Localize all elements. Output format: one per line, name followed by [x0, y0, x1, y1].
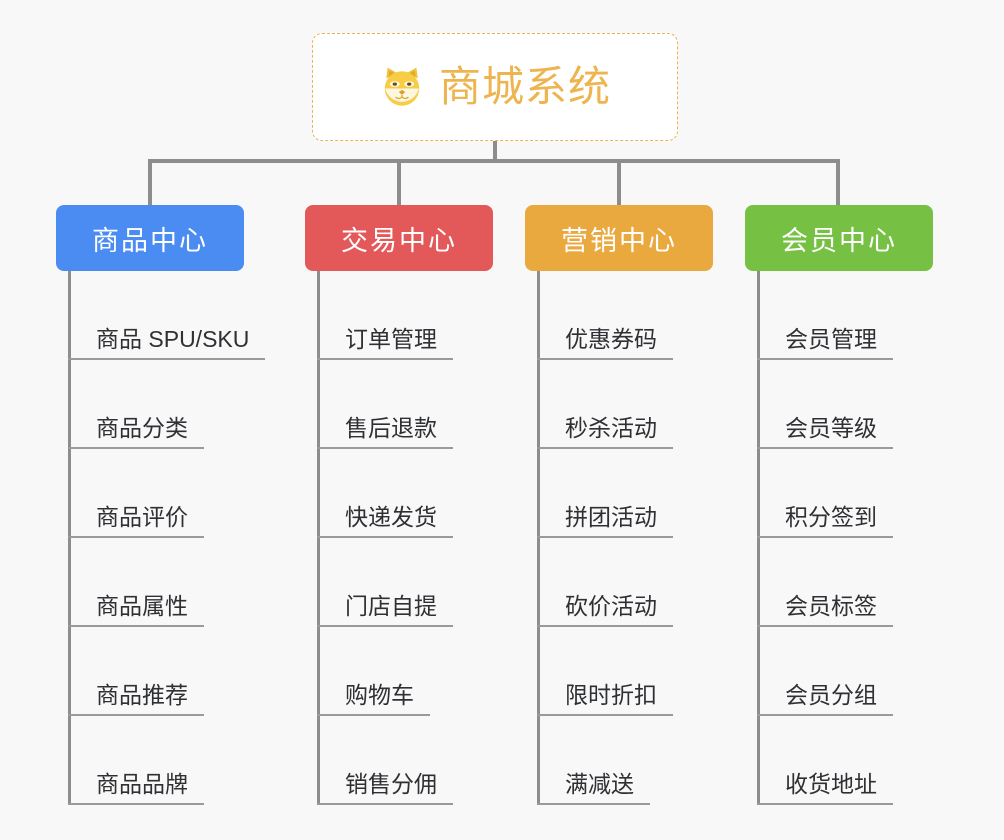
root-title: 商城系统 [438, 63, 611, 110]
list-item[interactable]: 收货地址 [745, 716, 933, 805]
list-item[interactable]: 快递发货 [305, 449, 493, 538]
list-item-label: 会员等级 [757, 415, 893, 449]
list-item-label: 商品属性 [68, 593, 204, 627]
list-item[interactable]: 限时折扣 [525, 627, 713, 716]
item-list: 商品 SPU/SKU 商品分类 商品评价 商品属性 商品推荐 商品品牌 [56, 271, 266, 805]
list-item-label: 限时折扣 [537, 682, 673, 716]
column-spine [68, 271, 71, 805]
connector-drop-2 [617, 159, 621, 207]
list-item-label: 门店自提 [317, 593, 453, 627]
list-item-label: 会员管理 [757, 326, 893, 360]
list-item[interactable]: 销售分佣 [305, 716, 493, 805]
item-list: 会员管理 会员等级 积分签到 会员标签 会员分组 收货地址 [745, 271, 933, 805]
root-node[interactable]: 商城系统 [312, 33, 678, 141]
list-item-label: 拼团活动 [537, 504, 673, 538]
list-item-label: 积分签到 [757, 504, 893, 538]
category-column-trade: 交易中心 订单管理 售后退款 快递发货 门店自提 购物车 销售分佣 [305, 205, 493, 805]
list-item[interactable]: 商品 SPU/SKU [56, 271, 266, 360]
list-item-label: 满减送 [537, 771, 650, 805]
list-item-label: 商品品牌 [68, 771, 204, 805]
item-list: 订单管理 售后退款 快递发货 门店自提 购物车 销售分佣 [305, 271, 493, 805]
list-item[interactable]: 订单管理 [305, 271, 493, 360]
connector-root-stem [493, 141, 497, 161]
list-item-label: 订单管理 [317, 326, 453, 360]
category-column-marketing: 营销中心 优惠券码 秒杀活动 拼团活动 砍价活动 限时折扣 满减送 [525, 205, 713, 805]
connector-horizontal-bus [148, 159, 840, 163]
list-item-label: 砍价活动 [537, 593, 673, 627]
list-item[interactable]: 门店自提 [305, 538, 493, 627]
list-item-label: 快递发货 [317, 504, 453, 538]
category-header-marketing[interactable]: 营销中心 [525, 205, 713, 271]
column-spine [757, 271, 760, 805]
list-item-label: 会员标签 [757, 593, 893, 627]
list-item[interactable]: 会员标签 [745, 538, 933, 627]
column-spine [537, 271, 540, 805]
list-item[interactable]: 会员管理 [745, 271, 933, 360]
list-item[interactable]: 拼团活动 [525, 449, 713, 538]
column-spine [317, 271, 320, 805]
category-column-product: 商品中心 商品 SPU/SKU 商品分类 商品评价 商品属性 商品推荐 商品品牌 [56, 205, 266, 805]
category-items-product: 商品 SPU/SKU 商品分类 商品评价 商品属性 商品推荐 商品品牌 [56, 271, 266, 805]
category-items-member: 会员管理 会员等级 积分签到 会员标签 会员分组 收货地址 [745, 271, 933, 805]
list-item[interactable]: 商品属性 [56, 538, 244, 627]
connector-drop-3 [836, 159, 840, 207]
shiba-dog-face-icon [379, 64, 425, 110]
category-header-product[interactable]: 商品中心 [56, 205, 244, 271]
list-item[interactable]: 满减送 [525, 716, 713, 805]
list-item-label: 商品 SPU/SKU [68, 326, 266, 360]
list-item-label: 会员分组 [757, 682, 893, 716]
list-item[interactable]: 商品评价 [56, 449, 244, 538]
category-items-trade: 订单管理 售后退款 快递发货 门店自提 购物车 销售分佣 [305, 271, 493, 805]
list-item-label: 收货地址 [757, 771, 893, 805]
list-item[interactable]: 商品分类 [56, 360, 244, 449]
category-header-member[interactable]: 会员中心 [745, 205, 933, 271]
connector-drop-1 [397, 159, 401, 207]
category-items-marketing: 优惠券码 秒杀活动 拼团活动 砍价活动 限时折扣 满减送 [525, 271, 713, 805]
list-item[interactable]: 购物车 [305, 627, 493, 716]
list-item[interactable]: 会员分组 [745, 627, 933, 716]
list-item-label: 购物车 [317, 682, 430, 716]
connector-drop-0 [148, 159, 152, 207]
list-item[interactable]: 售后退款 [305, 360, 493, 449]
item-list: 优惠券码 秒杀活动 拼团活动 砍价活动 限时折扣 满减送 [525, 271, 713, 805]
list-item-label: 优惠券码 [537, 326, 673, 360]
list-item[interactable]: 秒杀活动 [525, 360, 713, 449]
list-item-label: 销售分佣 [317, 771, 453, 805]
list-item[interactable]: 商品品牌 [56, 716, 244, 805]
category-header-trade[interactable]: 交易中心 [305, 205, 493, 271]
list-item[interactable]: 优惠券码 [525, 271, 713, 360]
list-item-label: 商品分类 [68, 415, 204, 449]
root-node-content: 商城系统 [379, 64, 611, 110]
list-item-label: 商品评价 [68, 504, 204, 538]
list-item[interactable]: 商品推荐 [56, 627, 244, 716]
category-column-member: 会员中心 会员管理 会员等级 积分签到 会员标签 会员分组 收货地址 [745, 205, 933, 805]
list-item[interactable]: 会员等级 [745, 360, 933, 449]
list-item-label: 商品推荐 [68, 682, 204, 716]
list-item-label: 售后退款 [317, 415, 453, 449]
list-item-label: 秒杀活动 [537, 415, 673, 449]
list-item[interactable]: 砍价活动 [525, 538, 713, 627]
list-item[interactable]: 积分签到 [745, 449, 933, 538]
